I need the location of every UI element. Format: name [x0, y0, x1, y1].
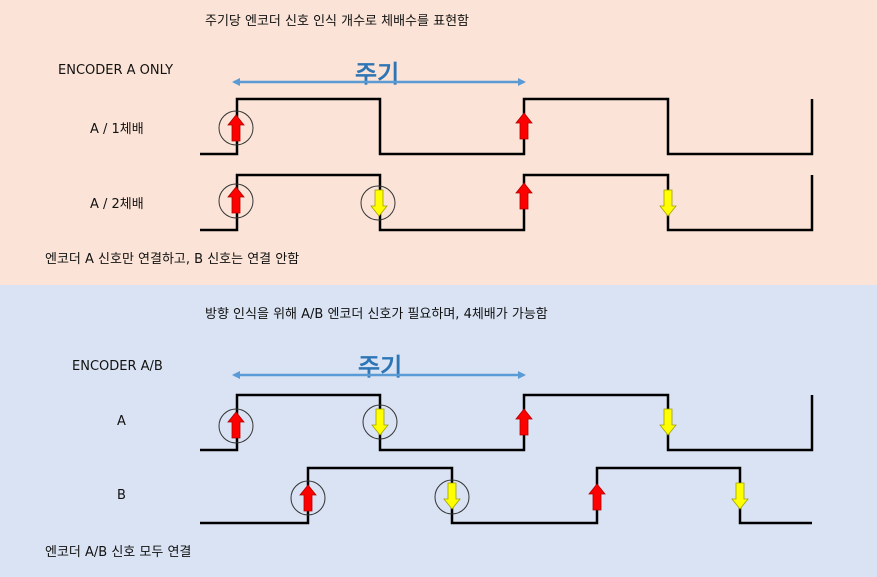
waveform-b [200, 466, 812, 525]
top-panel [0, 0, 877, 285]
top-note: 엔코더 A 신호만 연결하고, B 신호는 연결 안함 [45, 252, 300, 267]
highlight-circle [360, 185, 396, 221]
highlight-circle [218, 110, 254, 146]
rising-edge-arrow-icon [515, 408, 533, 436]
rising-edge-arrow-icon [515, 112, 533, 140]
falling-edge-arrow-icon [731, 482, 749, 510]
row-a-1x-label: A / 1체배 [90, 122, 144, 137]
rising-edge-arrow-icon [515, 182, 533, 210]
highlight-circle [362, 404, 398, 440]
highlight-circle [218, 408, 254, 444]
bottom-panel [0, 285, 877, 577]
top-encoder-label: ENCODER A ONLY [58, 63, 174, 78]
highlight-circle [290, 480, 326, 516]
row-a-2x-label: A / 2체배 [90, 197, 144, 212]
row-b-label: B [117, 488, 126, 503]
falling-edge-arrow-icon [659, 408, 677, 436]
rising-edge-arrow-icon [227, 114, 245, 142]
waveform-a-2x [200, 173, 814, 232]
highlight-circle [218, 183, 254, 219]
rising-edge-arrow-icon [227, 411, 245, 439]
bottom-title: 방향 인식을 위해 A/B 엔코더 신호가 필요하며, 4체배가 가능함 [205, 307, 548, 322]
falling-edge-arrow-icon [370, 189, 388, 217]
top-title: 주기당 엔코더 신호 인식 개수로 체배수를 표현함 [205, 14, 469, 29]
bottom-encoder-label: ENCODER A/B [72, 359, 163, 374]
highlight-circle [434, 479, 470, 515]
rising-edge-arrow-icon [299, 484, 317, 512]
waveform-a-1x [200, 97, 814, 156]
falling-edge-arrow-icon [443, 482, 461, 510]
row-a-label: A [117, 414, 126, 429]
falling-edge-arrow-icon [371, 408, 389, 436]
waveform-a [200, 393, 814, 452]
falling-edge-arrow-icon [659, 189, 677, 217]
rising-edge-arrow-icon [588, 483, 606, 511]
rising-edge-arrow-icon [227, 186, 245, 214]
bottom-note: 엔코더 A/B 신호 모두 연결 [45, 545, 192, 560]
